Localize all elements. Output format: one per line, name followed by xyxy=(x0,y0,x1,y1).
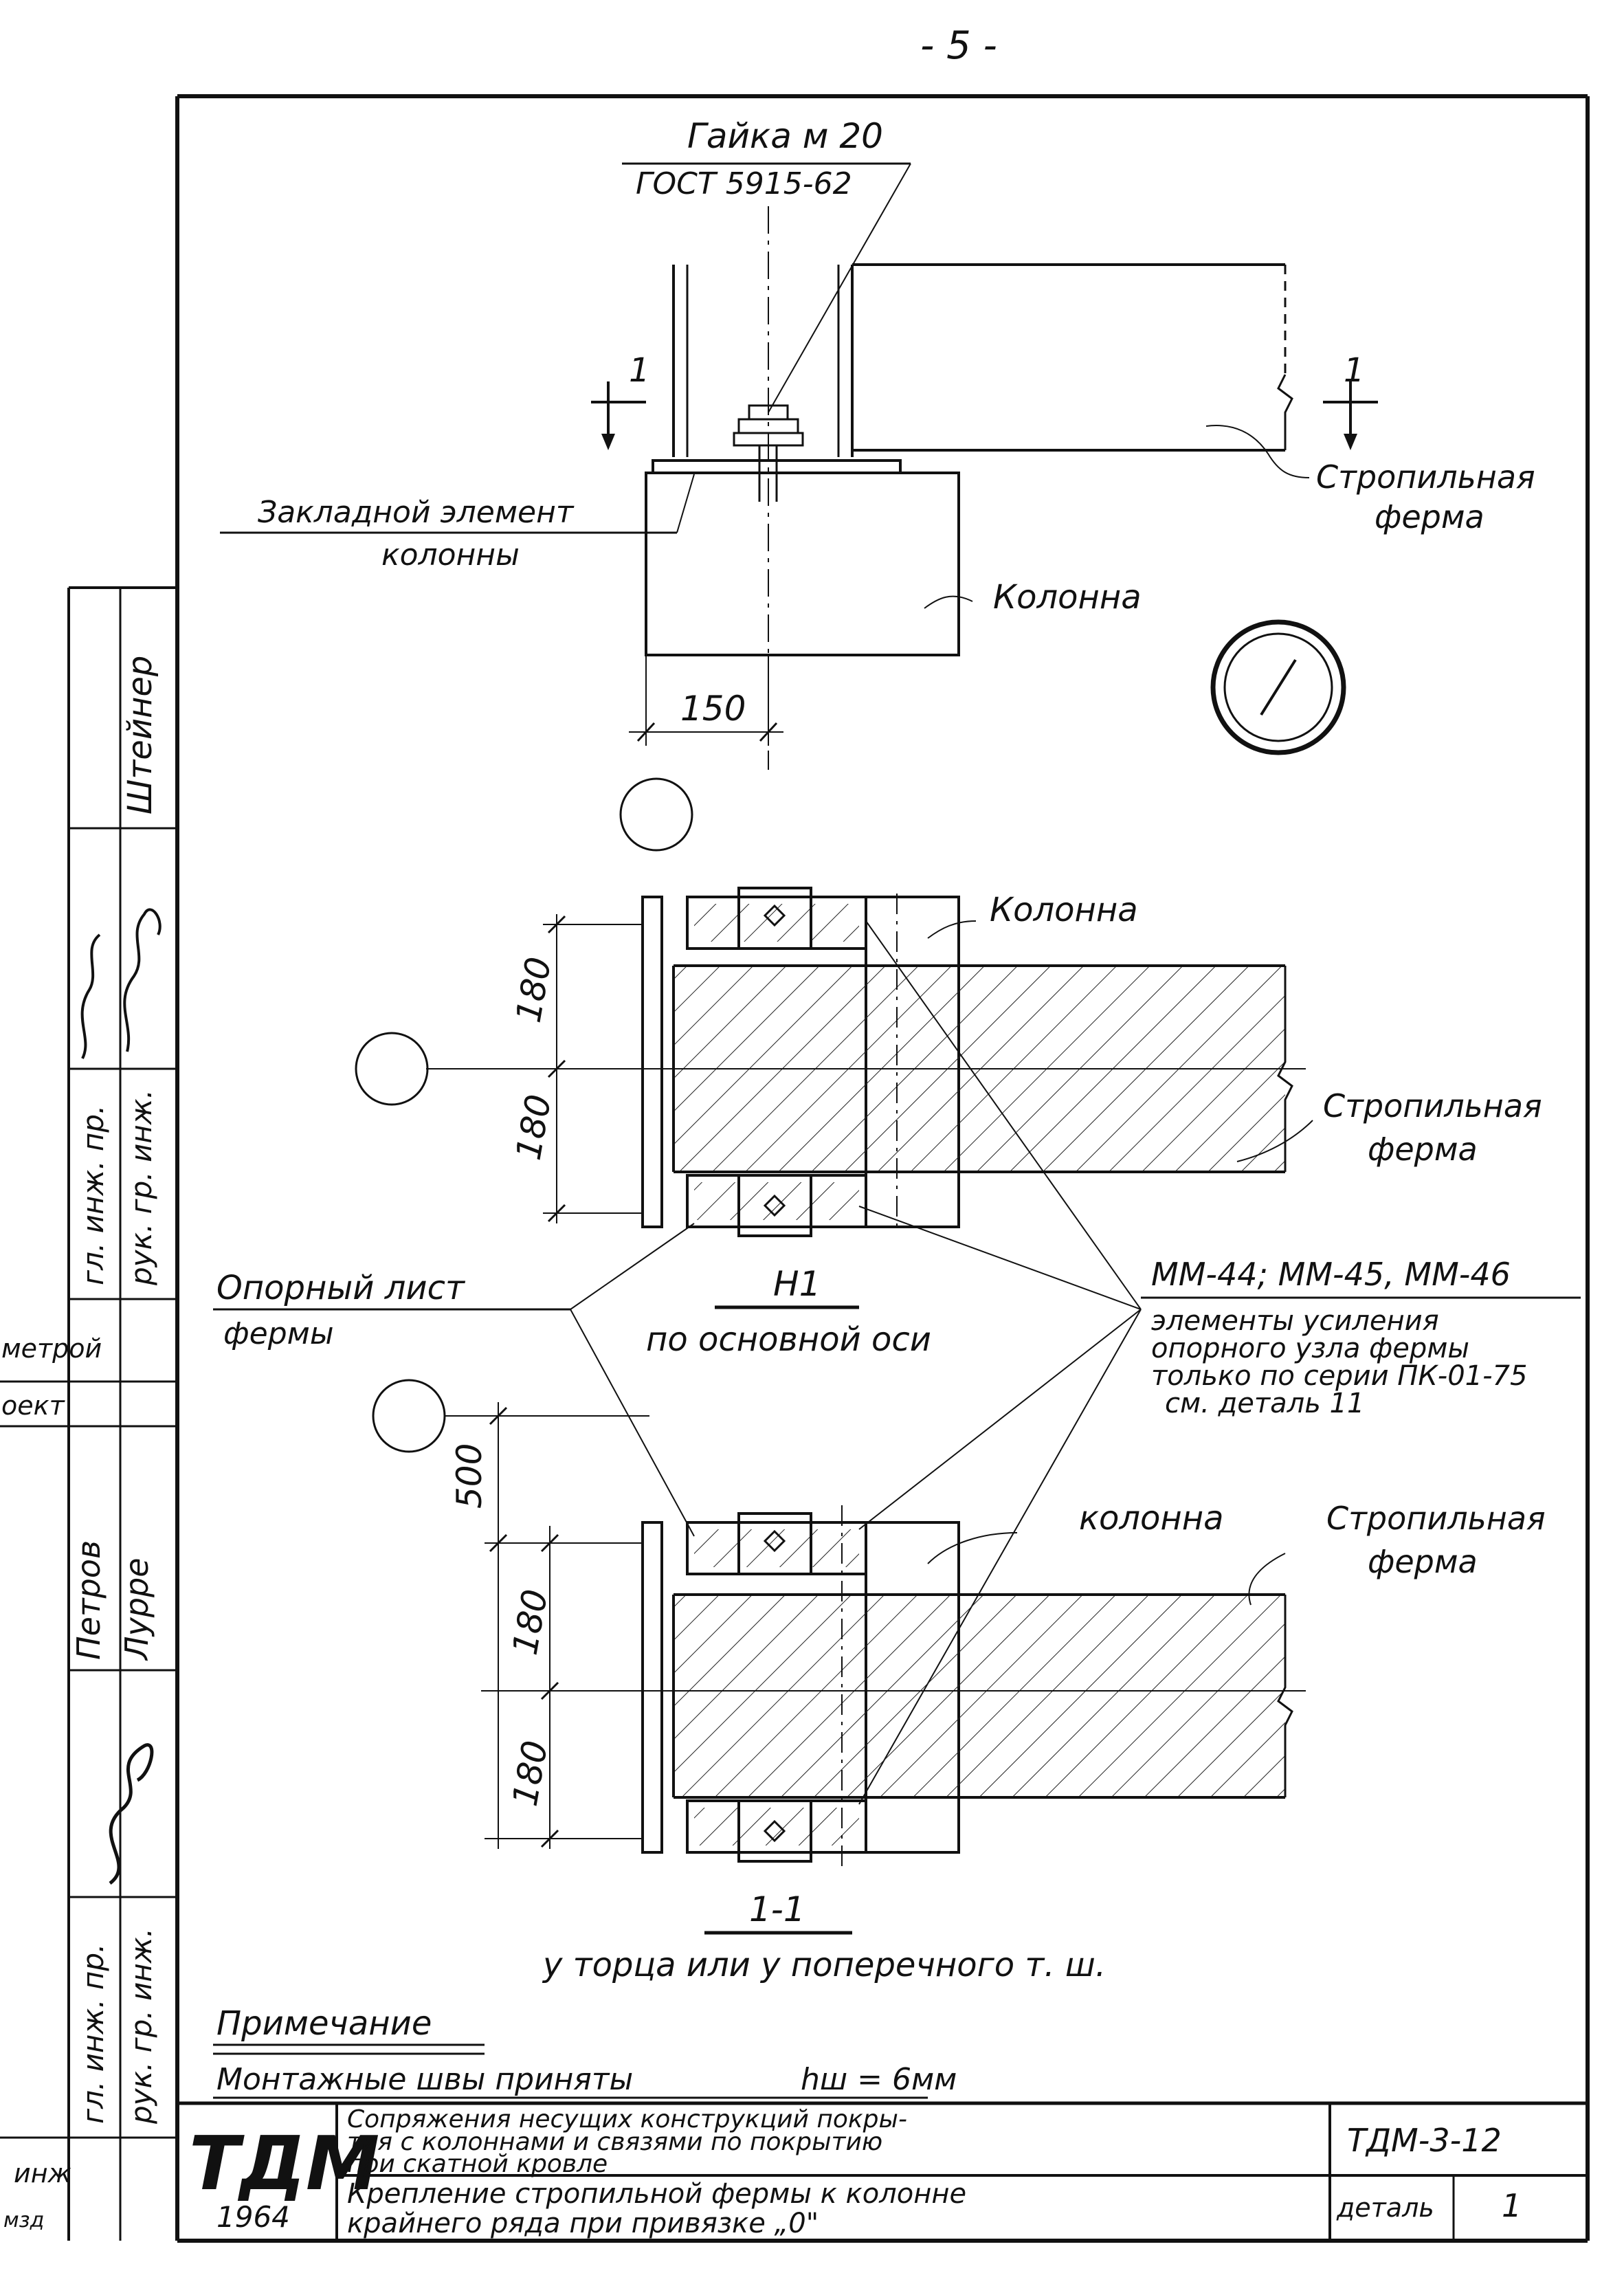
title-block: ТДМ 1964 Сопряжения несущих конструкций … xyxy=(177,2101,1588,2241)
h1-caption-text: по основной оси xyxy=(646,1320,931,1359)
signature-1 xyxy=(123,908,162,1052)
side-stamp: Штейнер Петров Лурре гл. инж. пр. рук. г… xyxy=(0,586,177,2241)
title-line-3: при скатной кровле xyxy=(347,2150,608,2178)
side-role-3: рук. гр. инж. xyxy=(124,1928,158,2125)
side-name-shteiner: Штейнер xyxy=(121,656,159,814)
note-weld: hш = 6мм xyxy=(801,2062,957,2097)
elements-label-4: см. деталь 11 xyxy=(1165,1388,1364,1419)
support-sheet-label-1: Опорный лист xyxy=(216,1269,466,1307)
h1-truss-label-1: Стропильная xyxy=(1323,1087,1542,1124)
dim-150: 150 xyxy=(680,689,746,729)
support-sheet-label-2: фермы xyxy=(223,1316,334,1351)
axis-bubble-1 xyxy=(619,777,693,852)
side-fragment-2: оект xyxy=(1,1390,66,1421)
view-1-1: 500 180 180 колонна Стропильная ферма 1-… xyxy=(372,1379,1546,1984)
elements-label-1: элементы усиления xyxy=(1151,1305,1439,1337)
v11-caption-mark: 1-1 xyxy=(749,1889,805,1929)
subtitle-line-1: Крепление стропильной фермы к колонне xyxy=(347,2178,966,2210)
section-mark-left: 1 xyxy=(629,351,650,390)
v11-caption-text: у торца или у поперечного т. ш. xyxy=(542,1946,1106,1984)
sheet-code: ТДМ-3-12 xyxy=(1347,2122,1502,2159)
page-number: - 5 - xyxy=(920,23,997,68)
year: 1964 xyxy=(216,2200,290,2234)
detail-elevation: 1 1 150 Гайка м 20 ГОСТ 5915-62 Закладно… xyxy=(220,116,1535,852)
section-mark-right: 1 xyxy=(1344,351,1365,390)
truss-label-1: Стропильная xyxy=(1316,458,1535,496)
detail-number-circle xyxy=(1210,619,1346,755)
side-fragment-1: метрой xyxy=(1,1333,102,1364)
title-line-1: Сопряжения несущих конструкций покры- xyxy=(347,2105,907,2133)
side-name-petrov: Петров xyxy=(70,1540,107,1660)
side-role-1: гл. инж. пр. xyxy=(76,1105,110,1285)
h1-column-label: Колонна xyxy=(990,891,1138,929)
h1-dim-top: 180 xyxy=(509,954,559,1025)
h1-caption-mark: Н1 xyxy=(773,1264,821,1304)
title-line-2: тия с колоннами и связями по покрытию xyxy=(347,2128,882,2156)
callouts: Опорный лист фермы ММ-44; ММ-45, ММ-46 э… xyxy=(213,920,1581,1805)
sheet-frame xyxy=(175,94,1590,2243)
v11-dim-500: 500 xyxy=(449,1443,489,1509)
view-h1: 180 180 Колонна Стропильная ферма Н1 по … xyxy=(355,887,1542,1359)
logo: ТДМ xyxy=(189,2121,379,2207)
v11-truss-label-2: ферма xyxy=(1368,1543,1478,1580)
embedded-label-1: Закладной элемент xyxy=(258,495,575,530)
truss-label-2: ферма xyxy=(1375,498,1484,535)
side-role-4: гл. инж. пр. xyxy=(76,1944,110,2124)
axis-bubble-2 xyxy=(355,1032,429,1106)
detail-number: 1 xyxy=(1502,2187,1522,2224)
v11-column-label: колонна xyxy=(1079,1499,1224,1538)
elements-codes: ММ-44; ММ-45, ММ-46 xyxy=(1151,1256,1511,1293)
h1-dim-bottom: 180 xyxy=(509,1091,559,1163)
subtitle-line-2: крайнего ряда при привязке „0" xyxy=(347,2208,819,2239)
note-title: Примечание xyxy=(216,2004,432,2043)
elements-label-2: опорного узла фермы xyxy=(1151,1333,1469,1364)
h1-truss-label-2: ферма xyxy=(1368,1131,1478,1168)
v11-truss-label-1: Стропильная xyxy=(1326,1500,1546,1537)
nut-gost: ГОСТ 5915-62 xyxy=(636,166,852,201)
nut-label: Гайка м 20 xyxy=(687,116,883,156)
note-text: Монтажные швы приняты xyxy=(216,2062,633,2097)
side-name-lurre: Лурре xyxy=(118,1557,155,1661)
signature-3 xyxy=(109,1743,154,1885)
signature-2 xyxy=(80,933,101,1059)
axis-bubble-3 xyxy=(372,1379,446,1453)
v11-dim-bottom: 180 xyxy=(505,1738,556,1809)
side-role-5: инж xyxy=(14,2158,71,2188)
elements-label-3: только по серии ПК-01-75 xyxy=(1151,1360,1527,1392)
note: Примечание Монтажные швы приняты hш = 6м… xyxy=(213,2004,957,2099)
column-label: Колонна xyxy=(993,578,1142,617)
v11-dim-top: 180 xyxy=(505,1586,556,1658)
side-fragment-3: мзд xyxy=(3,2208,44,2232)
detail-label: деталь xyxy=(1336,2193,1434,2223)
embedded-label-2: колонны xyxy=(381,537,520,573)
side-role-2: рук. гр. инж. xyxy=(124,1089,158,1286)
